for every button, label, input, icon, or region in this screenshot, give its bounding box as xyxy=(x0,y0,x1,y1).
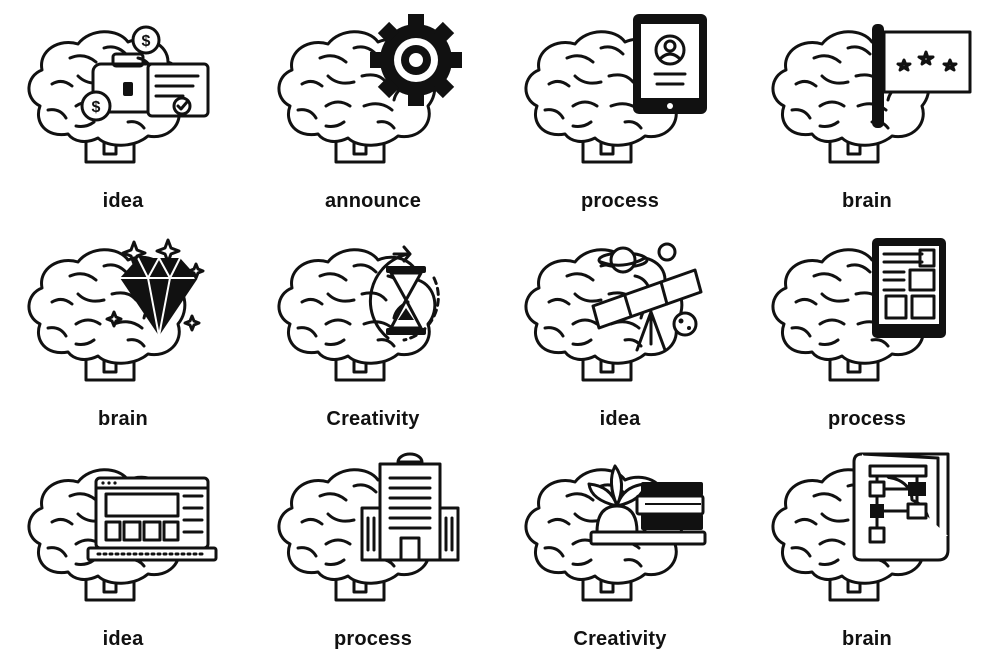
icon-cell-idea-laptop: idea xyxy=(8,452,238,662)
icon-cell-brain-flag: brain xyxy=(752,14,982,224)
hourglass-icon xyxy=(277,232,488,382)
flowchart-scroll-icon xyxy=(771,452,982,602)
tablet-profile-icon xyxy=(524,14,707,164)
icon-label: brain xyxy=(98,408,148,430)
building-icon xyxy=(277,452,488,602)
icon-cell-creativity-hourglass: Creativity xyxy=(258,232,488,442)
icon-label: idea xyxy=(599,408,641,430)
svg-text:$: $ xyxy=(92,99,101,116)
icon-cell-creativity-plant-books: Creativity xyxy=(505,452,735,662)
icon-label: process xyxy=(333,628,413,650)
icon-label: Creativity xyxy=(573,628,667,650)
plant-books-icon xyxy=(524,452,735,602)
tablet-document-icon xyxy=(771,238,946,382)
diamond-icon xyxy=(27,232,238,382)
icon-cell-process-tablet: process xyxy=(505,14,735,224)
icon-cell-idea-telescope: idea xyxy=(505,232,735,442)
laptop-icon xyxy=(27,468,238,602)
star-flag-icon xyxy=(771,24,982,164)
icon-label: idea xyxy=(102,190,144,212)
icon-label: brain xyxy=(842,628,892,650)
icon-label: announce xyxy=(324,190,422,212)
icon-cell-idea-briefcase: $ $ idea xyxy=(8,14,238,224)
telescope-planets-icon xyxy=(524,232,735,382)
icon-label: process xyxy=(827,408,907,430)
icon-label: brain xyxy=(842,190,892,212)
icon-label: process xyxy=(580,190,660,212)
icon-label: idea xyxy=(102,628,144,650)
icon-cell-brain-flowchart: brain xyxy=(752,452,982,662)
svg-text:$: $ xyxy=(142,33,151,50)
icon-cell-process-document-tablet: process xyxy=(752,232,982,442)
gear-icon xyxy=(277,14,462,164)
icon-cell-process-building: process xyxy=(258,452,488,662)
icon-cell-brain-diamond: brain xyxy=(8,232,238,442)
icon-label: Creativity xyxy=(326,408,420,430)
icon-cell-announce-gear: announce xyxy=(258,14,488,224)
briefcase-money-icon: $ $ xyxy=(27,14,238,164)
